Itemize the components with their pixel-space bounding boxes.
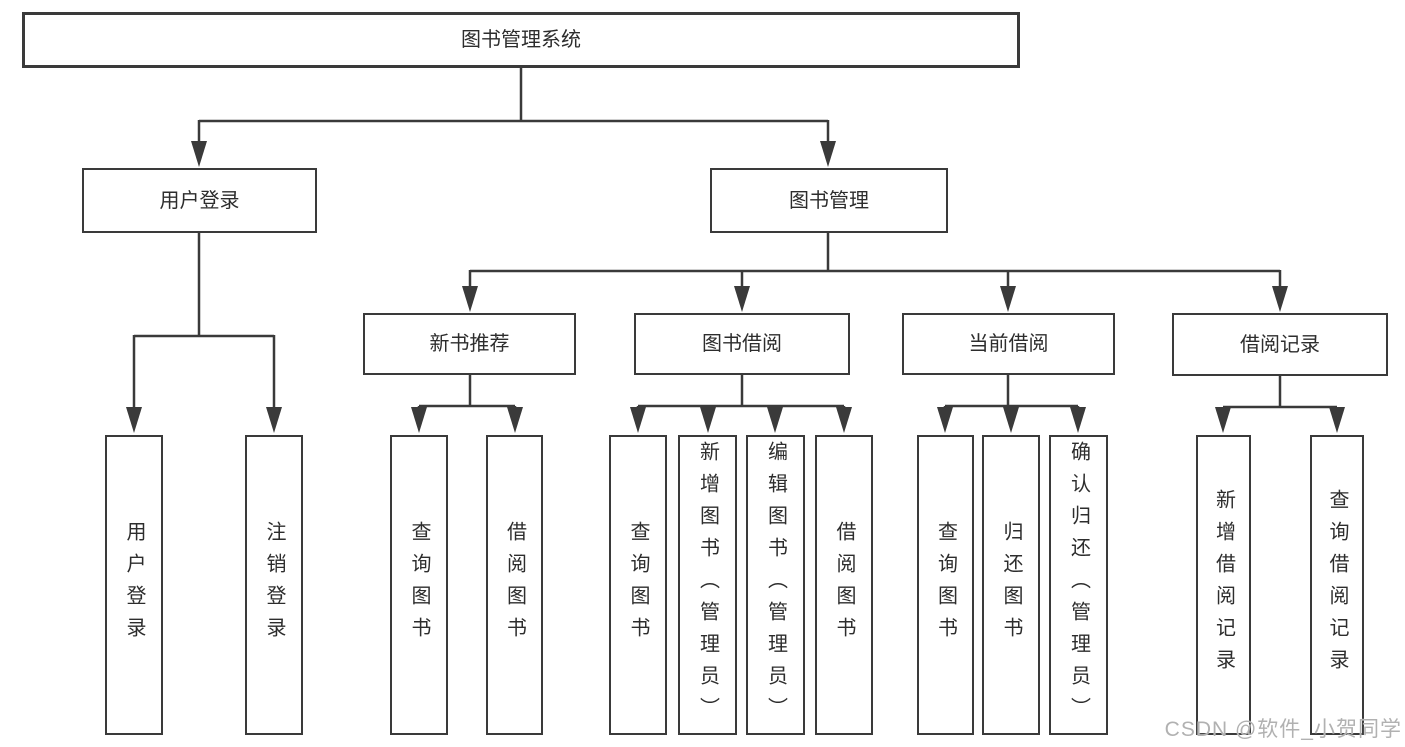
arrowhead-icon [126,407,142,433]
leaf-add-borrow-record: 新增借阅记录 [1196,435,1251,735]
arrowhead-icon [630,407,646,433]
node-label: 当前借阅 [968,333,1049,355]
arrowhead-icon [1003,407,1019,433]
leaf-edit-book-admin: 编辑图书（管理员） [746,435,805,735]
leaf-query-borrow-record: 查询借阅记录 [1310,435,1364,735]
node-book-management: 图书管理 [710,168,948,233]
node-book-management-system: 图书管理系统 [22,12,1020,68]
arrowheads [126,141,1345,433]
arrowhead-icon [820,141,836,167]
leaf-borrow-books-recommend: 借阅图书 [486,435,543,735]
arrowhead-icon [1329,407,1345,433]
leaf-query-books-current: 查询图书 [917,435,974,735]
node-label: 查询图书 [934,521,957,649]
node-book-borrowing: 图书借阅 [634,313,850,375]
node-label: 图书管理系统 [461,29,581,51]
node-label: 用户登录 [123,521,145,649]
arrowhead-icon [411,407,427,433]
node-label: 借阅图书 [833,521,855,649]
leaf-user-login: 用户登录 [105,435,163,735]
leaf-confirm-return-admin: 确认归还（管理员） [1049,435,1108,735]
node-label: 注销登录 [263,521,285,649]
leaf-query-books-borrowing: 查询图书 [609,435,667,735]
node-label: 新增图书（管理员） [696,441,719,729]
node-label: 查询借阅记录 [1326,489,1348,681]
leaf-return-books: 归还图书 [982,435,1040,735]
node-label: 图书借阅 [702,333,782,355]
node-label: 编辑图书（管理员） [764,441,787,729]
node-label: 图书管理 [789,189,869,212]
arrowhead-icon [1272,286,1288,312]
node-label: 归还图书 [1000,521,1022,649]
node-current-borrowing: 当前借阅 [902,313,1115,375]
arrowhead-icon [1070,407,1086,433]
arrowhead-icon [767,407,783,433]
arrowhead-icon [191,141,207,167]
leaf-query-books-recommend: 查询图书 [390,435,448,735]
node-label: 新增借阅记录 [1212,489,1235,681]
node-label: 借阅记录 [1240,333,1320,356]
arrowhead-icon [462,286,478,312]
node-label: 借阅图书 [503,521,526,649]
leaf-borrow-books-borrowing: 借阅图书 [815,435,873,735]
arrowhead-icon [266,407,282,433]
arrowhead-icon [836,407,852,433]
arrowhead-icon [1215,407,1231,433]
arrowhead-icon [937,407,953,433]
node-new-book-recommend: 新书推荐 [363,313,576,375]
arrowhead-icon [700,407,716,433]
node-label: 新书推荐 [429,333,510,355]
node-user-login: 用户登录 [82,168,317,233]
watermark: CSDN @软件_小贺同学 [1164,718,1402,741]
node-borrowing-records: 借阅记录 [1172,313,1388,376]
arrowhead-icon [507,407,523,433]
arrowhead-icon [1000,286,1016,312]
node-label: 用户登录 [159,189,240,212]
leaf-add-book-admin: 新增图书（管理员） [678,435,737,735]
node-label: 查询图书 [627,521,649,649]
node-label: 确认归还（管理员） [1067,441,1090,729]
arrowhead-icon [734,286,750,312]
node-label: 查询图书 [408,521,430,649]
leaf-logout-login: 注销登录 [245,435,303,735]
